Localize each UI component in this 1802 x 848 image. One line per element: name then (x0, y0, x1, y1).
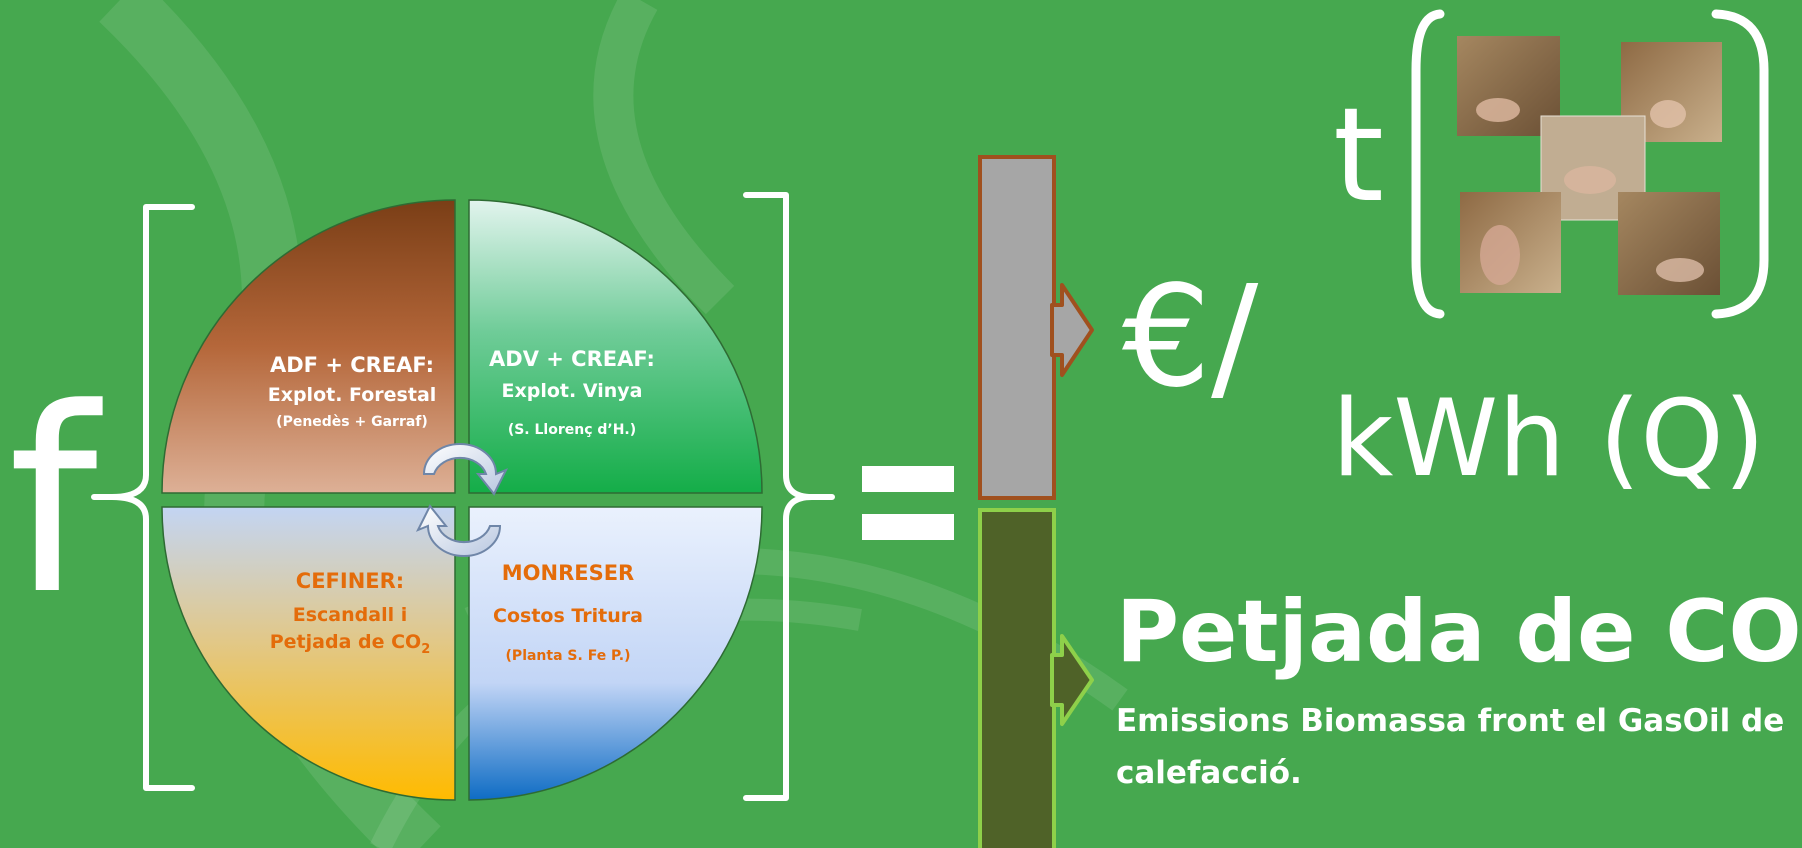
quadrant-pie (161, 199, 763, 801)
quadrant-monreser-subtitle: Costos Tritura (493, 605, 643, 627)
right-curly-brace (743, 192, 835, 801)
co2-footprint-title-main: Petjada de CO (1116, 582, 1802, 682)
right-parenthesis (1711, 9, 1769, 319)
quadrant-cefiner-detail: Petjada de CO2 (270, 631, 431, 657)
quadrant-adv-creaf (468, 199, 763, 494)
quadrant-cefiner-detail-sub: 2 (421, 642, 430, 657)
quadrant-adv-subtitle: Explot. Vinya (502, 380, 643, 402)
quadrant-cefiner-subtitle: Escandall i (293, 604, 407, 626)
quadrant-adf-creaf (161, 199, 456, 494)
cost-bar (978, 155, 1094, 500)
co2-bar (978, 508, 1094, 848)
quadrant-cefiner (161, 506, 456, 801)
quadrant-adf-subtitle: Explot. Forestal (268, 384, 437, 406)
quadrant-cefiner-detail-main: Petjada de CO (270, 631, 421, 653)
quadrant-monreser-title: MONRESER (502, 561, 634, 585)
left-curly-brace (91, 204, 195, 791)
cycle-arrows-icon (415, 443, 509, 557)
co2-description-line-2: calefacció. (1116, 755, 1302, 791)
wood-chips-photo-collage (1457, 36, 1722, 295)
euro-per-label: €/ (1122, 256, 1259, 419)
kwh-label: kWh (Q) (1332, 377, 1765, 500)
cost-arrow-icon (1050, 283, 1094, 377)
function-symbol: f (8, 354, 103, 651)
left-parenthesis (1411, 9, 1445, 319)
quadrant-adv-detail: (S. Llorenç d’H.) (508, 422, 636, 438)
quadrant-monreser (468, 506, 763, 801)
quadrant-adv-title: ADV + CREAF: (489, 347, 655, 371)
co2-footprint-title: Petjada de CO2 (1116, 582, 1802, 697)
quadrant-adf-detail: (Penedès + Garraf) (276, 414, 428, 430)
co2-description-line-1: Emissions Biomassa front el GasOil de (1116, 703, 1784, 739)
quadrant-monreser-detail: (Planta S. Fe P.) (506, 648, 631, 664)
tonne-symbol: t (1333, 79, 1384, 231)
quadrant-cefiner-title: CEFINER: (296, 569, 404, 593)
quadrant-adf-title: ADF + CREAF: (270, 353, 434, 377)
equals-sign (862, 466, 954, 540)
co2-arrow-icon (1050, 634, 1094, 726)
